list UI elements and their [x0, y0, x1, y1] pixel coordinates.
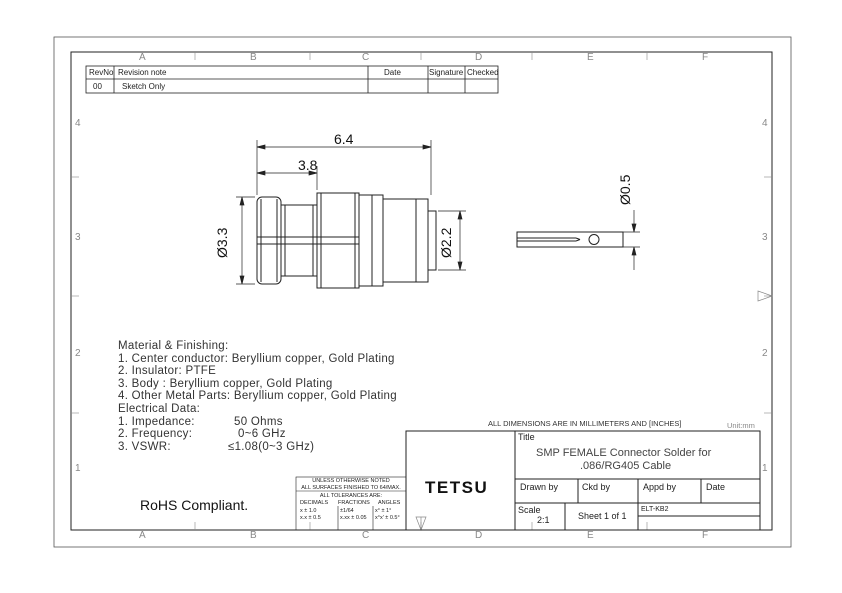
- tolerance-fractions: ±1/64 x.xx ± 0.05: [340, 508, 367, 521]
- tolerance-col-fractions: FRACTIONS: [338, 500, 370, 506]
- scale-label: Scale: [518, 505, 541, 515]
- unit-label: Unit:mm: [727, 421, 755, 430]
- drawing-title-line2: .086/RG405 Cable: [580, 460, 672, 472]
- rev-row-note: Sketch Only: [122, 82, 166, 91]
- tolerance-line3: ALL TOLERANCES ARE:: [319, 493, 383, 499]
- material-notes: Material & Finishing: 1. Center conducto…: [118, 340, 397, 453]
- tolerance-decimals: x ± 1.0 x.x ± 0.5: [300, 508, 321, 521]
- zone-right-4: 4: [762, 118, 768, 129]
- rev-header-checked: Checked: [467, 68, 499, 77]
- zone-top-a: A: [139, 52, 146, 63]
- tolerance-header: UNLESS OTHERWISE NOTED ALL SURFACES FINI…: [301, 478, 401, 491]
- zone-top-b: B: [250, 52, 257, 63]
- material-item-3: 3. Body : Beryllium copper, Gold Plating: [118, 377, 333, 390]
- zone-top-d: D: [475, 52, 483, 63]
- zone-top-e: E: [587, 52, 594, 63]
- zone-left-3: 3: [75, 232, 81, 243]
- dim-rear-diameter: Ø2.2: [438, 227, 454, 258]
- zone-left-4: 4: [75, 118, 81, 129]
- zone-left-1: 1: [75, 463, 81, 474]
- drawing-number: ELT-KB2: [641, 506, 669, 513]
- zone-bottom-b: B: [250, 530, 257, 541]
- material-item-4: 4. Other Metal Parts: Beryllium copper, …: [118, 390, 397, 403]
- rev-row-revno: 00: [93, 82, 102, 91]
- material-item-1: 1. Center conductor: Beryllium copper, G…: [118, 352, 395, 365]
- outer-border: [53, 36, 792, 548]
- zone-bottom-e: E: [587, 530, 594, 541]
- electrical-item-1: 1. Impedance:50 Ohms: [118, 415, 283, 428]
- rev-header-signature: Signature: [429, 68, 464, 77]
- dim-overall-length: 6.4: [334, 131, 354, 147]
- ckd-by-label: Ckd by: [582, 482, 611, 492]
- zone-bottom-a: A: [139, 530, 146, 541]
- center-arrow-right: [757, 290, 774, 302]
- electrical-item-3: 3. VSWR:≤1.08(0~3 GHz): [118, 440, 315, 453]
- material-heading: Material & Finishing:: [118, 340, 229, 352]
- zone-right-3: 3: [762, 232, 768, 243]
- title-label: Title: [518, 432, 535, 442]
- scale-value: 2:1: [537, 515, 550, 525]
- zone-bottom-d: D: [475, 530, 483, 541]
- appd-by-label: Appd by: [643, 482, 677, 492]
- pin-dimension: [623, 210, 640, 270]
- rev-header-date: Date: [384, 68, 401, 77]
- electrical-heading: Electrical Data:: [118, 402, 201, 415]
- dimension-lines: [236, 140, 466, 285]
- company-logo-text: TETSU: [425, 478, 489, 497]
- tolerance-col-angles: ANGLES: [378, 500, 401, 506]
- rev-header-revno: RevNo: [89, 68, 114, 77]
- revision-table-grid: [85, 65, 499, 94]
- zone-bottom-f: F: [702, 530, 709, 541]
- tolerance-angles: x° ± 1° x°x' ± 0.5°: [375, 508, 400, 521]
- rev-header-note: Revision note: [118, 68, 167, 77]
- zone-top-f: F: [702, 52, 709, 63]
- pin-side-view: [516, 231, 624, 248]
- zone-left-2: 2: [75, 348, 81, 359]
- electrical-item-2: 2. Frequency:0~6 GHz: [118, 428, 286, 441]
- connector-side-view: [256, 192, 437, 289]
- zone-bottom-c: C: [362, 530, 370, 541]
- zone-right-2: 2: [762, 348, 768, 359]
- material-item-2: 2. Insulator: PTFE: [118, 365, 217, 378]
- drawing-title-line1: SMP FEMALE Connector Solder for: [536, 447, 712, 459]
- rohs-label: RoHS Compliant.: [140, 497, 249, 513]
- date-label: Date: [706, 482, 726, 492]
- dim-pin-diameter: Ø0.5: [617, 174, 633, 205]
- tolerance-col-decimals: DECIMALS: [300, 500, 329, 506]
- tolerance-block-grid: [295, 476, 407, 531]
- units-note: ALL DIMENSIONS ARE IN MILLIMETERS AND [I…: [488, 419, 682, 428]
- dim-partial-length: 3.8: [298, 157, 318, 173]
- zone-top-c: C: [362, 52, 370, 63]
- zone-right-1: 1: [762, 463, 768, 474]
- dim-body-diameter: Ø3.3: [214, 227, 230, 258]
- drawn-by-label: Drawn by: [520, 482, 559, 492]
- sheet-label: Sheet 1 of 1: [578, 511, 627, 521]
